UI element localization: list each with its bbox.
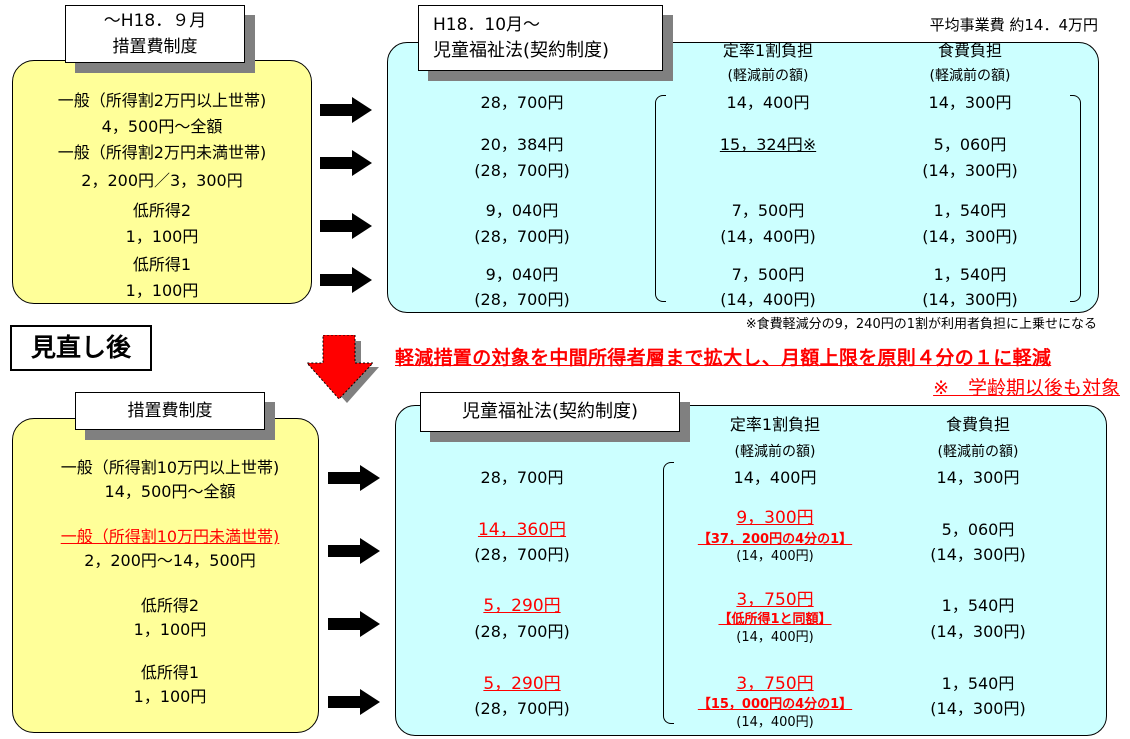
cell: 15，324円※	[719, 135, 817, 154]
cell-new: 5，290円	[483, 674, 561, 694]
cell: 7，500円	[731, 265, 805, 284]
item-value: 1，100円	[125, 281, 199, 300]
cell-new: 5，290円	[483, 596, 561, 616]
cell: 1，540円	[941, 596, 1015, 615]
cell-sub: (14，300円)	[930, 545, 1026, 564]
item-value: 1，100円	[125, 227, 199, 246]
period-text: H18．10月～	[433, 15, 541, 35]
cell-note: 【37，200円の4分の1】	[697, 532, 853, 547]
contract-system-label: H18．10月～ 児童福祉法(契約制度)	[418, 5, 663, 71]
cell-new: 14，360円	[477, 520, 567, 540]
cell-sub: (28，700円)	[474, 622, 570, 641]
right-arrow-icon	[328, 689, 380, 715]
cell-sub: (14，300円)	[922, 290, 1018, 309]
cell-sub: (28，700円)	[474, 699, 570, 718]
average-cost: 平均事業費 約14．4万円	[929, 16, 1098, 34]
column-header: 食費負担	[937, 41, 1003, 60]
cell-sub: (14，400円)	[736, 630, 814, 645]
footnote: ※食費軽減分の9，240円の1割が利用者負担に上乗せになる	[745, 317, 1097, 332]
cell-sub: (14，400円)	[720, 290, 816, 309]
bracket-right	[1070, 95, 1081, 302]
cell-sub: (14，300円)	[922, 161, 1018, 180]
item-label: 低所得2	[140, 596, 200, 615]
cell: 1，540円	[933, 265, 1007, 284]
item-label: 低所得2	[132, 201, 192, 220]
item-label: 一般（所得割2万円未満世帯)	[57, 143, 267, 162]
subline: ※ 学齢期以後も対象	[933, 377, 1120, 399]
item-label: 低所得1	[132, 255, 192, 274]
right-arrow-icon	[328, 465, 380, 491]
item-label: 低所得1	[140, 663, 200, 682]
cell-sub: (28，700円)	[474, 161, 570, 180]
cell-sub: (14，400円)	[736, 715, 814, 730]
cell-note: 【15，000円の4分の1】	[697, 697, 853, 712]
after-contract-panel	[395, 405, 1107, 736]
bracket-left	[663, 462, 674, 724]
cell-sub: (28，700円)	[474, 227, 570, 246]
cell: 14，400円	[726, 93, 810, 112]
system-name: 児童福祉法(契約制度)	[433, 40, 610, 61]
item-value: 1，100円	[133, 620, 207, 639]
cell-sub: (28，700円)	[474, 290, 570, 309]
system-name: 措置費制度	[112, 37, 198, 57]
cell-new: 9，300円	[736, 508, 814, 528]
right-arrow-icon	[320, 213, 372, 239]
column-subheader: (軽減前の額)	[929, 68, 1011, 84]
item-value: 14，500円～全額	[104, 482, 236, 501]
review-label: 見直し後	[10, 325, 152, 371]
item-label: 一般（所得割2万円以上世帯)	[57, 91, 267, 110]
contract-system-label: 児童福祉法(契約制度)	[420, 392, 680, 432]
before-system-panel	[12, 60, 312, 304]
column-subheader: (軽減前の額)	[937, 444, 1019, 460]
cell: 9，040円	[485, 201, 559, 220]
item-value: 1，100円	[133, 687, 207, 706]
before-system-label: ～H18．９月 措置費制度	[65, 5, 245, 63]
cell-sub: (14，300円)	[922, 227, 1018, 246]
cell: 1，540円	[933, 201, 1007, 220]
cell-sub: (14，400円)	[720, 227, 816, 246]
cell: 28，700円	[480, 93, 564, 112]
cell: 14，300円	[928, 93, 1012, 112]
bracket-left	[655, 95, 666, 302]
cell: 14，400円	[733, 468, 817, 487]
right-arrow-icon	[320, 97, 372, 123]
down-arrow-icon	[305, 335, 379, 403]
cell-new: 3，750円	[736, 674, 814, 694]
cell: 7，500円	[731, 201, 805, 220]
right-arrow-icon	[320, 267, 372, 293]
headline: 軽減措置の対象を中間所得者層まで拡大し、月額上限を原則４分の１に軽減	[395, 347, 1052, 369]
period-text: ～H18．９月	[103, 11, 207, 31]
column-subheader: (軽減前の額)	[734, 444, 816, 460]
cell-new: 3，750円	[736, 590, 814, 610]
right-arrow-icon	[328, 538, 380, 564]
after-system-label: 措置費制度	[75, 392, 265, 430]
item-label: 一般（所得割10万円未満世帯)	[60, 527, 280, 546]
item-value: 2，200円～14，500円	[84, 551, 256, 570]
cell: 28，700円	[480, 468, 564, 487]
column-header: 食費負担	[945, 415, 1011, 434]
column-subheader: (軽減前の額)	[727, 68, 809, 84]
cell: 1，540円	[941, 674, 1015, 693]
cell: 9，040円	[485, 265, 559, 284]
cell-sub: (28，700円)	[474, 545, 570, 564]
cell-sub: (14，300円)	[930, 622, 1026, 641]
right-arrow-icon	[320, 150, 372, 176]
column-header: 定率1割負担	[722, 41, 814, 60]
item-value: 2，200円／3，300円	[81, 171, 243, 190]
cell-note: 【低所得1と同額】	[718, 612, 832, 627]
item-value: 4，500円～全額	[101, 117, 223, 136]
column-header: 定率1割負担	[729, 415, 821, 434]
cell: 14，300円	[936, 468, 1020, 487]
cell: 20，384円	[480, 135, 564, 154]
before-contract-panel	[387, 42, 1099, 313]
item-label: 一般（所得割10万円以上世帯)	[60, 458, 280, 477]
cell-sub: (14，300円)	[930, 699, 1026, 718]
cell: 5，060円	[933, 135, 1007, 154]
cell-sub: (14，400円)	[736, 549, 814, 564]
cell: 5，060円	[941, 520, 1015, 539]
right-arrow-icon	[328, 611, 380, 637]
